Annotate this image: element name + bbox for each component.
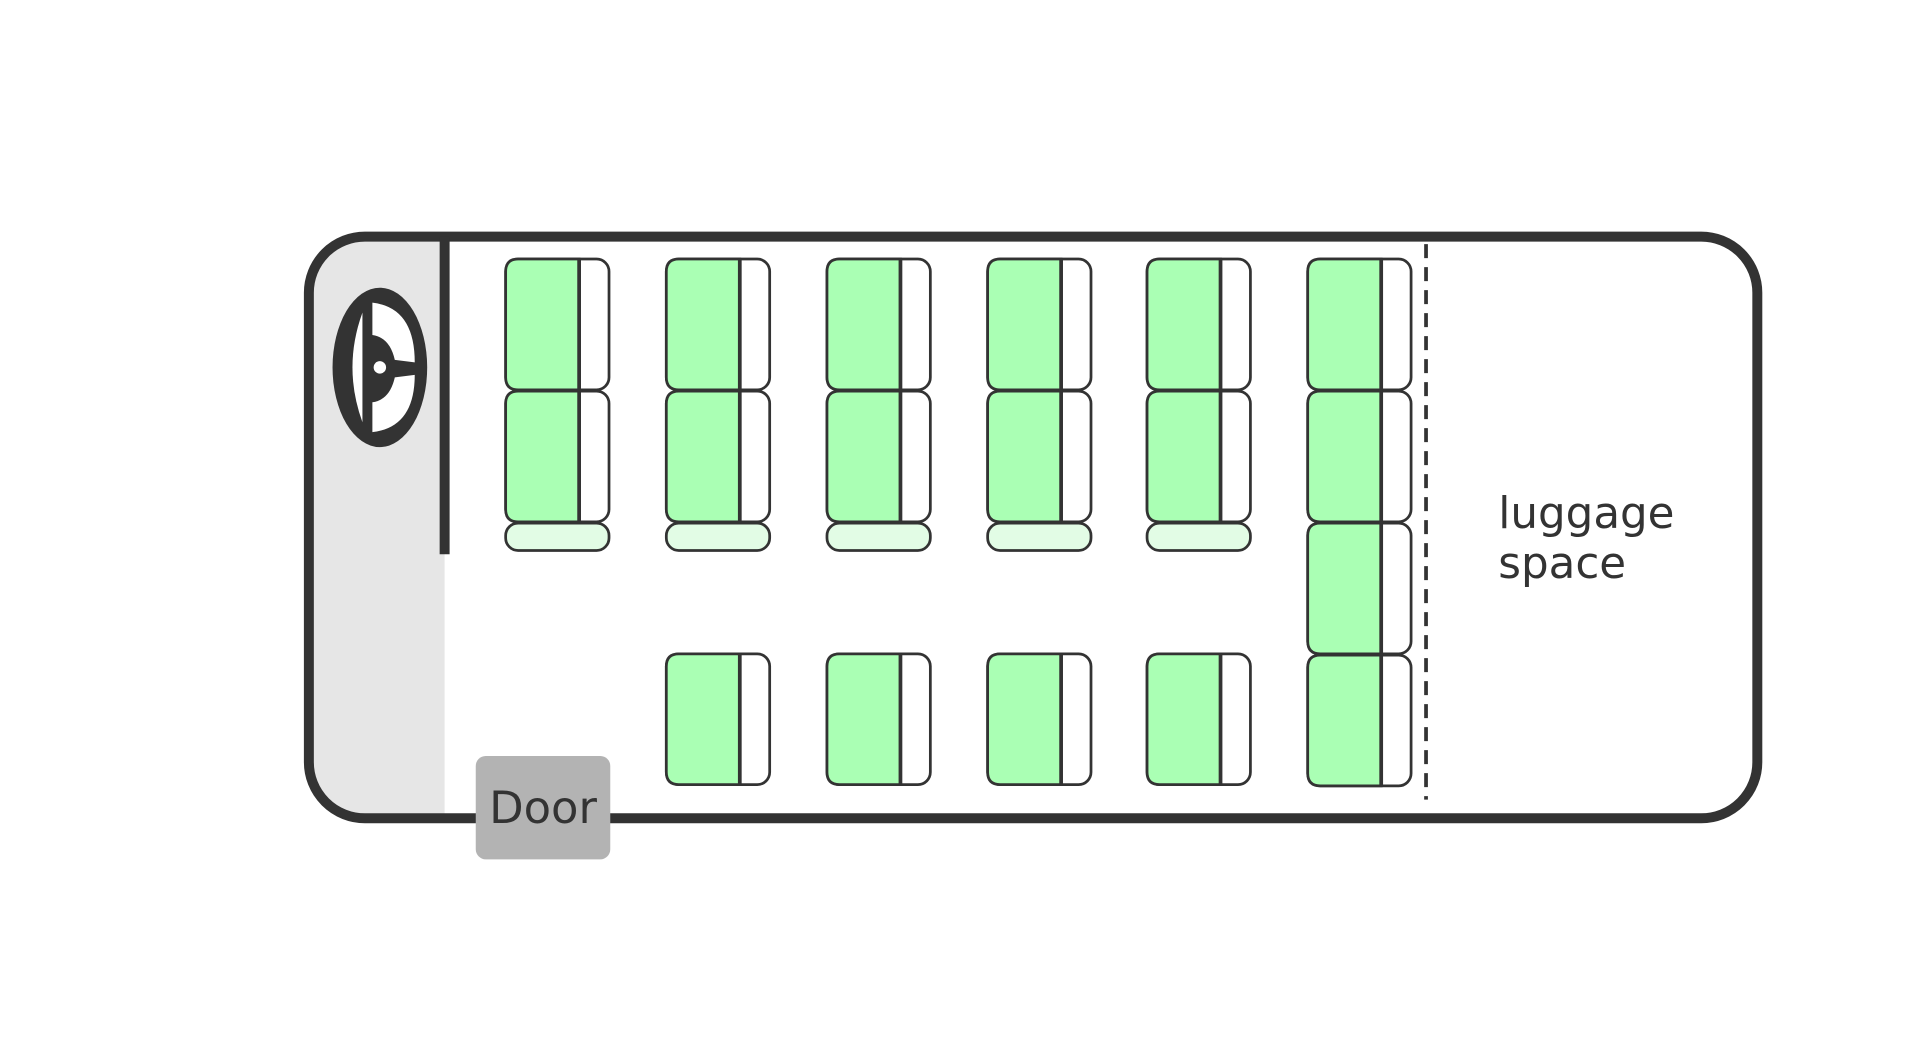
door-label: Door	[489, 781, 597, 834]
steering-wheel-hub	[373, 361, 387, 374]
steering-wheel-gap-top	[372, 302, 415, 363]
seat-cushion	[986, 257, 1063, 392]
seat-row3-window	[825, 257, 932, 392]
footrest-row2	[664, 521, 772, 552]
seat-row1-window	[504, 257, 611, 392]
bus-body-outline	[303, 231, 1763, 824]
seat-row2-aisle	[664, 389, 772, 524]
seat-row6-1	[1306, 257, 1413, 392]
seat-cushion	[664, 389, 742, 524]
seat-row6-4	[1306, 653, 1413, 788]
seat-cushion	[1145, 257, 1222, 392]
seat-row5-window	[1145, 257, 1252, 392]
seat-cushion	[986, 389, 1063, 524]
seat-cushion	[504, 257, 581, 392]
seat-cushion	[825, 257, 902, 392]
luggage-label-line1: luggage	[1498, 489, 1674, 539]
seat-row1-aisle	[504, 389, 611, 524]
seats	[504, 257, 1413, 788]
seat-row5-right	[1145, 652, 1252, 786]
steering-wheel-icon	[332, 287, 428, 448]
seat-row5-aisle	[1145, 389, 1252, 524]
seat-cushion	[1306, 257, 1383, 392]
seat-cushion	[825, 389, 902, 524]
seat-cushion	[825, 652, 902, 786]
seat-cushion	[1145, 389, 1222, 524]
door[interactable]: Door	[475, 755, 611, 860]
seat-cushion	[1306, 653, 1383, 788]
steering-wheel-gap-bottom	[372, 374, 415, 433]
seat-row3-aisle	[825, 389, 932, 524]
seat-cushion	[504, 389, 581, 524]
seat-row4-window	[986, 257, 1093, 392]
seat-cushion	[1306, 521, 1383, 656]
footrest-row5	[1145, 521, 1252, 552]
seat-cushion	[986, 652, 1063, 786]
seat-row4-right	[986, 652, 1093, 786]
luggage-label-line2: space	[1498, 539, 1626, 589]
seat-row2-right	[664, 652, 772, 786]
seat-row6-2	[1306, 389, 1413, 524]
footrest-row4	[986, 521, 1093, 552]
seat-cushion	[664, 652, 742, 786]
footrest-row3	[825, 521, 932, 552]
seat-cushion	[1145, 652, 1222, 786]
seat-row3-right	[825, 652, 932, 786]
seat-cushion	[1306, 389, 1383, 524]
steering-wheel-gap-left	[352, 312, 363, 423]
door-panel[interactable]	[475, 755, 611, 860]
seat-row2-window	[664, 257, 772, 392]
seat-row4-aisle	[986, 389, 1093, 524]
footrest-row1	[504, 521, 611, 552]
luggage-space: luggage space	[1498, 489, 1674, 589]
seat-cushion	[664, 257, 742, 392]
seat-row6-3	[1306, 521, 1413, 656]
